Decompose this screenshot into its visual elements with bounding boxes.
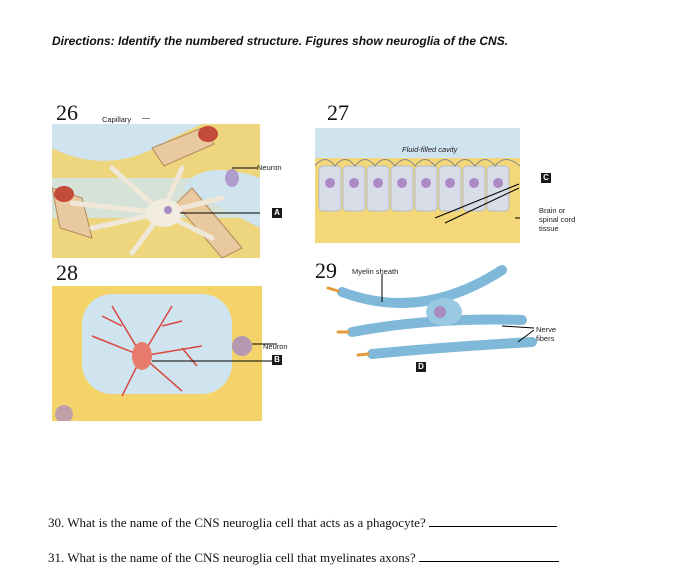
neuron-label-26: Neuron	[257, 163, 282, 172]
nerve-fibers-label-line1: Nerve	[536, 325, 557, 334]
figure-number-28: 28	[56, 260, 78, 285]
ependymal-illustration	[315, 128, 520, 243]
myelin-sheath-label: Myelin sheath	[352, 267, 399, 276]
question-30-text: 30. What is the name of the CNS neurogli…	[48, 515, 426, 530]
microglia-illustration	[52, 286, 277, 421]
nerve-fibers-label-line2: fibers	[536, 334, 555, 343]
label-box-d: D	[416, 362, 426, 372]
astrocyte-illustration	[52, 118, 260, 258]
brain-tissue-label-line2: spinal cord	[539, 215, 576, 224]
question-31-answer-blank[interactable]	[418, 550, 559, 562]
figure-number-29: 29	[315, 258, 337, 283]
brain-tissue-label-line3: tissue	[539, 224, 559, 233]
figure-number-27: 27	[327, 100, 349, 125]
question-30: 30. What is the name of the CNS neurogli…	[48, 515, 557, 531]
label-box-a: A	[272, 208, 282, 218]
question-30-answer-blank[interactable]	[428, 515, 557, 527]
question-31: 31. What is the name of the CNS neurogli…	[48, 550, 559, 566]
capillary-label: Capillary	[102, 115, 132, 124]
question-31-text: 31. What is the name of the CNS neurogli…	[48, 550, 416, 565]
brain-tissue-label-line1: Brain or	[539, 206, 566, 215]
label-box-c: C	[541, 173, 551, 183]
oligodendrocyte-illustration	[326, 265, 537, 359]
fluid-cavity-label: Fluid-filled cavity	[402, 145, 458, 154]
directions-text: Directions: Identify the numbered struct…	[52, 34, 509, 48]
figure-number-26: 26	[56, 100, 78, 125]
label-box-b: B	[272, 355, 282, 365]
neuron-label-28: Neuron	[263, 342, 288, 351]
